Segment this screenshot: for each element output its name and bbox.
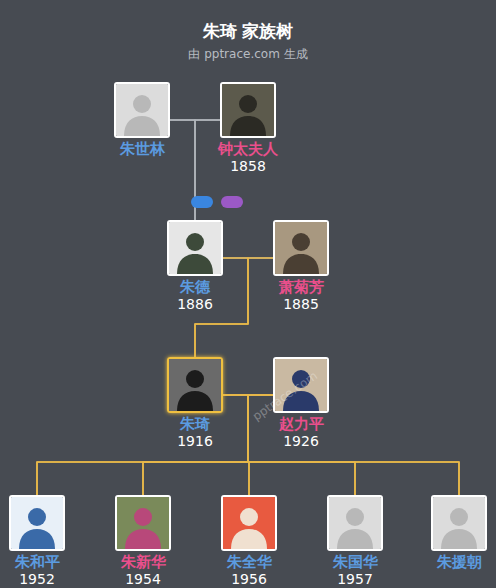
portrait	[329, 497, 381, 549]
person-node: 萧菊芳1885	[264, 220, 338, 312]
person-photo	[167, 220, 223, 276]
person-name: 朱国华	[318, 554, 392, 571]
birth-year: 1858	[211, 158, 285, 174]
person-photo	[431, 495, 487, 551]
portrait	[223, 497, 275, 549]
person-node: 朱援朝	[422, 495, 496, 571]
parent-line	[37, 395, 273, 495]
person-name: 朱世林	[105, 141, 179, 158]
person-photo	[114, 82, 170, 138]
person-photo	[115, 495, 171, 551]
person-name: 朱和平	[0, 554, 74, 571]
birth-year: 1952	[0, 571, 74, 587]
person-photo	[221, 495, 277, 551]
person-node: 朱世林	[105, 82, 179, 158]
person-name: 萧菊芳	[264, 279, 338, 296]
person-name: 朱德	[158, 279, 232, 296]
person-photo	[273, 220, 329, 276]
person-name: 赵力平	[264, 416, 338, 433]
person-photo	[220, 82, 276, 138]
portrait	[116, 84, 168, 136]
person-name: 朱琦	[158, 416, 232, 433]
person-node: 朱全华1956	[212, 495, 286, 587]
diagram-caption: 由 pptrace.com 生成	[0, 46, 496, 63]
birth-year: 1957	[318, 571, 392, 587]
female-pill	[221, 196, 243, 208]
portrait	[433, 497, 485, 549]
portrait	[117, 497, 169, 549]
portrait	[169, 359, 221, 411]
birth-year: 1956	[212, 571, 286, 587]
person-node: 朱新华1954	[106, 495, 180, 587]
portrait	[275, 222, 327, 274]
person-node: 朱国华1957	[318, 495, 392, 587]
person-name: 朱援朝	[422, 554, 496, 571]
person-photo	[327, 495, 383, 551]
birth-year: 1916	[158, 433, 232, 449]
person-photo	[167, 357, 223, 413]
male-pill	[191, 196, 213, 208]
birth-year: 1954	[106, 571, 180, 587]
portrait	[222, 84, 274, 136]
birth-year: 1926	[264, 433, 338, 449]
diagram-title: 朱琦 家族树	[0, 20, 496, 43]
person-node: 朱琦1916	[158, 357, 232, 449]
person-node: 朱德1886	[158, 220, 232, 312]
parent-line	[223, 395, 249, 495]
person-name: 朱全华	[212, 554, 286, 571]
portrait	[11, 497, 63, 549]
parent-line	[170, 120, 195, 220]
birth-year: 1886	[158, 296, 232, 312]
portrait	[169, 222, 221, 274]
birth-year: 1885	[264, 296, 338, 312]
person-node: 钟太夫人1858	[211, 82, 285, 174]
person-photo	[9, 495, 65, 551]
person-node: 朱和平1952	[0, 495, 74, 587]
person-name: 朱新华	[106, 554, 180, 571]
person-name: 钟太夫人	[211, 141, 285, 158]
